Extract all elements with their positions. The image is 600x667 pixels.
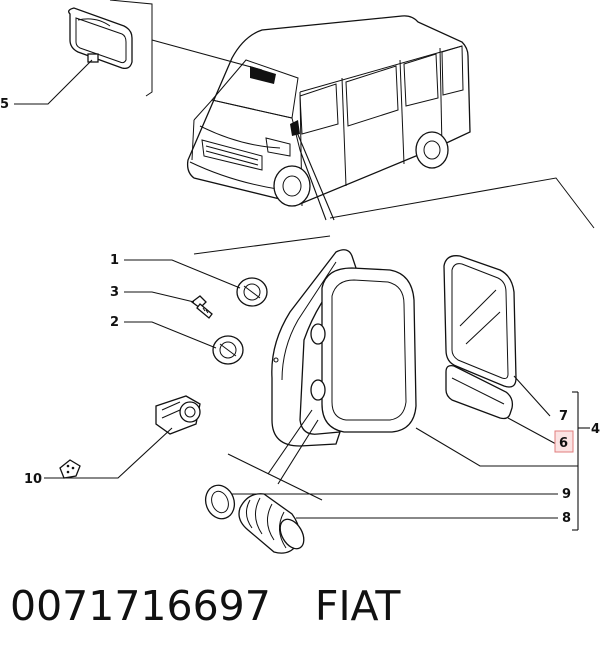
brand-name: FIAT xyxy=(314,582,401,630)
callout-7: 7 xyxy=(559,409,568,424)
leader-lines xyxy=(14,59,590,531)
interior-mirror-inset xyxy=(68,0,153,97)
callout-10: 10 xyxy=(24,472,42,487)
callout-labels: 5 1 3 2 10 7 6 4 9 8 xyxy=(0,97,600,526)
callout-9: 9 xyxy=(562,487,571,502)
callout-4: 4 xyxy=(591,422,600,437)
callout-8: 8 xyxy=(562,511,571,526)
exterior-mirror-assembly xyxy=(227,249,417,501)
part-2-grommet xyxy=(212,335,244,365)
callout-1: 1 xyxy=(110,253,119,268)
callout-6-highlight xyxy=(554,430,574,453)
part-9-ring xyxy=(204,484,236,520)
part-number: 0071716697 xyxy=(10,582,271,630)
callout-6: 6 xyxy=(559,436,568,451)
callout-3: 3 xyxy=(110,285,119,300)
part-caption: 0071716697 FIAT xyxy=(10,582,400,630)
part-10-connector xyxy=(59,395,201,479)
part-3-bolt xyxy=(190,295,213,319)
van-illustration xyxy=(151,15,595,255)
wide-angle-glass xyxy=(445,364,514,420)
part-1-grommet xyxy=(236,277,268,307)
callout-5: 5 xyxy=(0,97,9,112)
callout-2: 2 xyxy=(110,315,119,330)
part-8-bellows xyxy=(238,493,305,554)
